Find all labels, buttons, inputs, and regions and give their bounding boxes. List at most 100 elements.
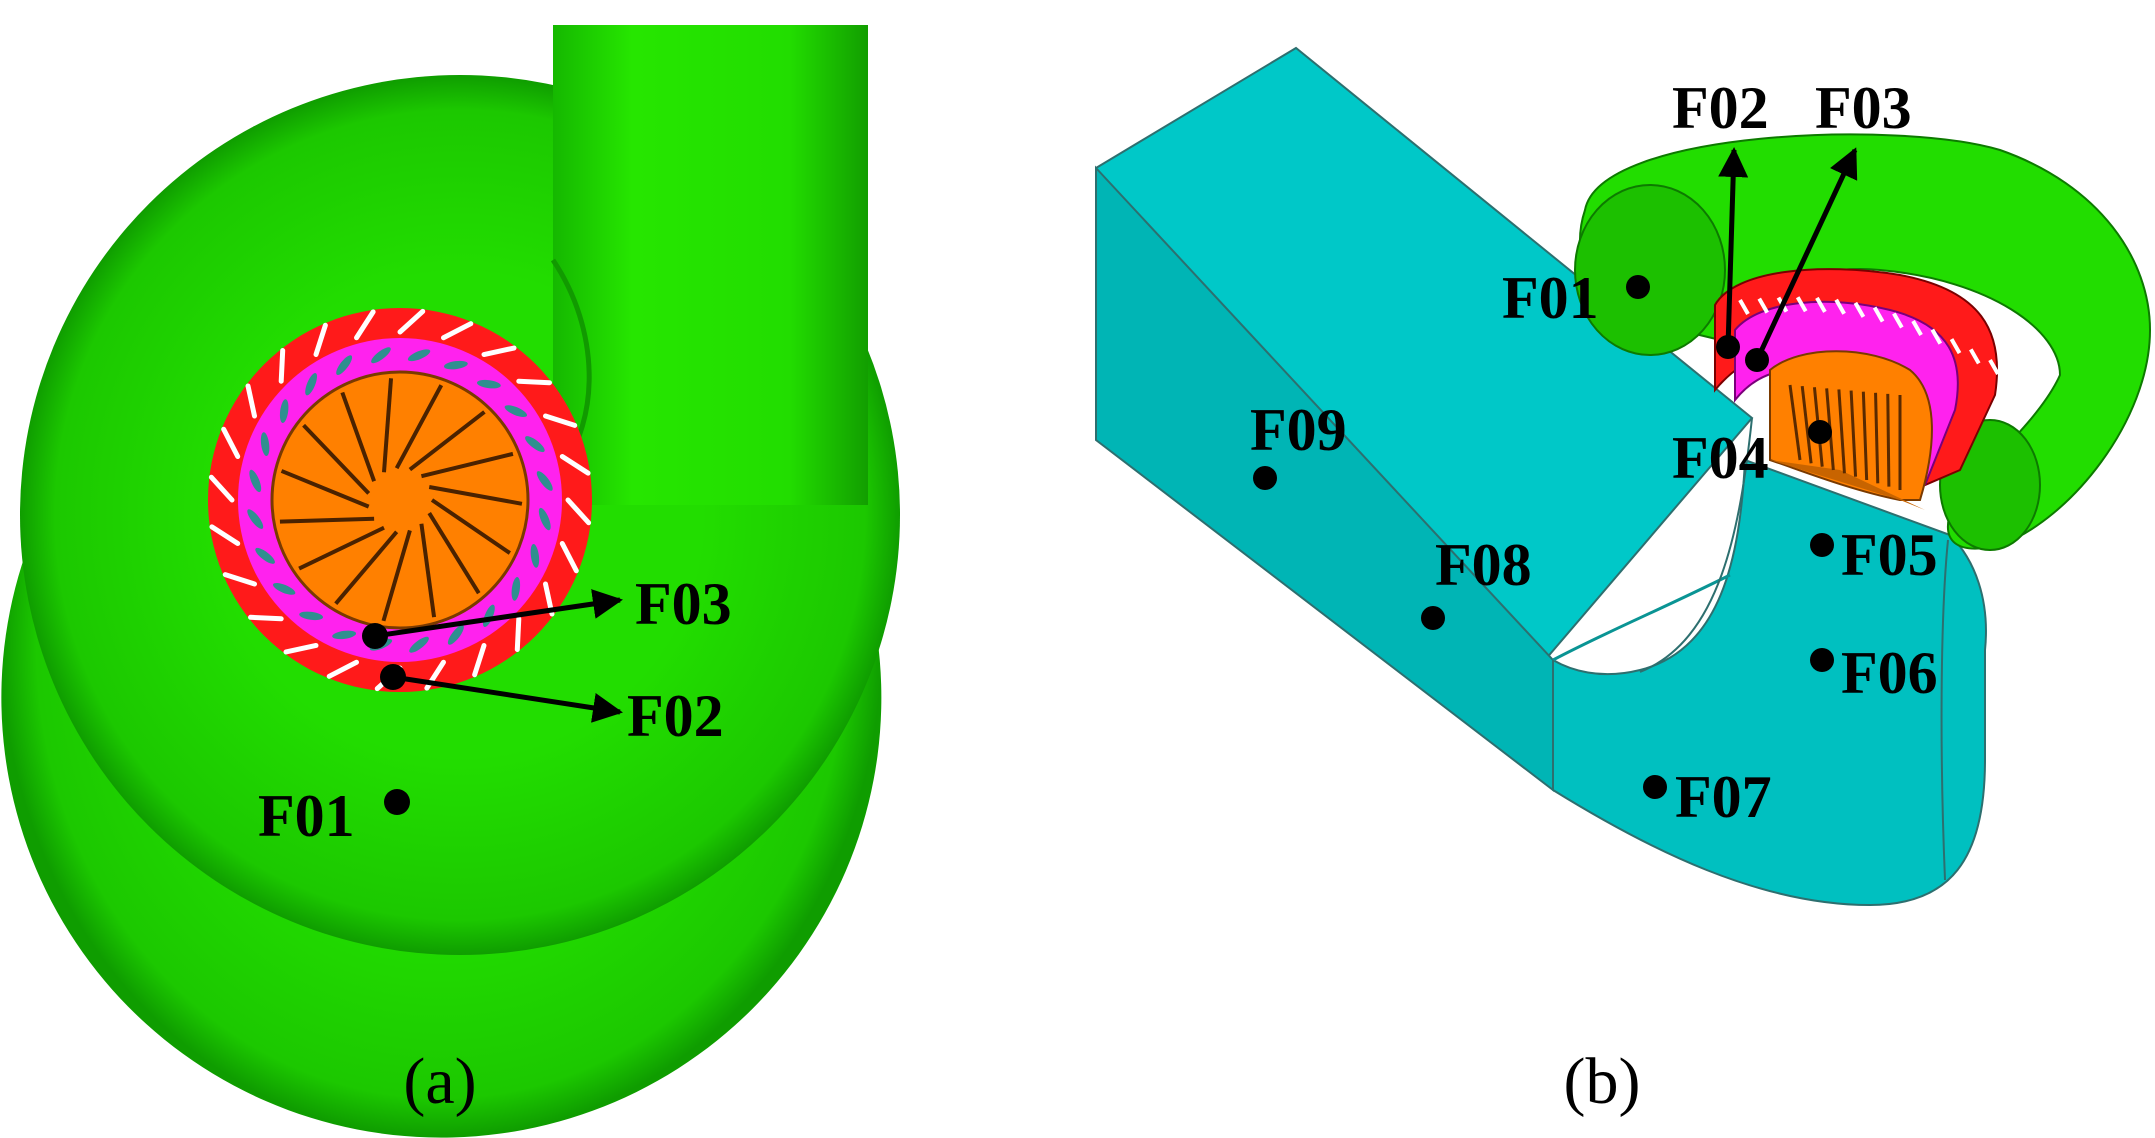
guide-vane — [249, 469, 262, 493]
stay-vane-b — [1795, 296, 1808, 313]
stay-vane-b — [1853, 301, 1866, 318]
runner-blade — [420, 451, 514, 479]
guide-vane — [371, 347, 391, 364]
stay-vane — [516, 378, 552, 386]
stay-vane-b — [1892, 312, 1904, 329]
draft-tube-seam-2 — [1940, 539, 1949, 881]
stay-vanes-b — [1738, 296, 2000, 375]
draft-tube-inner-curve — [1552, 573, 1731, 662]
runner-blade — [382, 378, 394, 473]
arrow-b-f03 — [1754, 147, 1858, 362]
runner-blade — [298, 525, 385, 571]
guide-vane — [336, 355, 353, 375]
point-b-f01 — [1626, 275, 1650, 299]
runner-blade — [279, 516, 375, 524]
runner-blade-b — [1849, 390, 1858, 477]
label-b-f01: F01 — [1502, 265, 1599, 331]
panel-a: F01 F02 F03 (a) — [1, 25, 900, 1138]
stay-vane — [354, 309, 376, 341]
stay-vane — [221, 426, 241, 460]
runner-blade — [334, 530, 399, 605]
runner-blade-b — [1788, 384, 1802, 461]
guide-vane — [443, 360, 468, 370]
stay-vane-b — [1988, 359, 2000, 375]
stay-vane-b — [1757, 297, 1769, 314]
guide-vane — [299, 611, 324, 621]
point-f01 — [384, 789, 410, 815]
stay-vane-b — [1930, 328, 1943, 345]
label-b-f04: F04 — [1672, 425, 1769, 491]
point-b-f08 — [1421, 606, 1445, 630]
point-b-f06 — [1810, 648, 1834, 672]
stay-vane — [440, 321, 474, 341]
stay-vane — [278, 348, 286, 384]
runner-blade — [428, 485, 523, 506]
caption-a: (a) — [403, 1045, 476, 1118]
arrow-f03 — [374, 589, 623, 639]
draft-tube-edge — [1639, 417, 1753, 673]
guide-vane — [525, 436, 545, 453]
runner-blade — [381, 529, 412, 622]
stay-vane-b — [1815, 296, 1827, 313]
point-b-f04 — [1808, 420, 1832, 444]
runner-blades-b — [1788, 384, 1902, 490]
guide-vane — [530, 543, 540, 568]
guide-vane — [476, 379, 501, 389]
stay-vane-b — [1969, 348, 1981, 365]
label-b-f02: F02 — [1672, 75, 1769, 141]
label-f03: F03 — [635, 571, 732, 637]
guide-vane — [279, 399, 289, 424]
guide-vane — [409, 636, 429, 653]
runner-blade-b — [1837, 389, 1846, 474]
runner-blade-b — [1861, 391, 1869, 481]
stay-vane — [481, 345, 517, 358]
stay-vane — [397, 308, 426, 335]
guide-vane — [260, 432, 270, 457]
runner-blade — [408, 410, 486, 472]
runner-blade — [340, 391, 376, 482]
arrow-b-f02 — [1718, 147, 1749, 348]
label-b-f07: F07 — [1675, 764, 1772, 830]
stay-vane — [559, 540, 579, 574]
volute-inlet-pipe-front — [553, 25, 868, 505]
stay-vane — [313, 322, 328, 358]
volute-section-left — [1574, 184, 1726, 356]
label-f01: F01 — [258, 783, 355, 849]
point-b-f07 — [1643, 775, 1667, 799]
runner-blade — [394, 384, 444, 470]
label-b-f09: F09 — [1250, 397, 1347, 463]
runner-blades — [279, 378, 523, 622]
label-b-f03: F03 — [1815, 75, 1912, 141]
stay-vane — [472, 642, 487, 678]
guide-vane — [305, 372, 318, 396]
point-b-f09 — [1253, 466, 1277, 490]
runner-blade — [427, 511, 481, 595]
stay-vane-b — [1738, 299, 1750, 315]
stay-vanes — [208, 308, 592, 692]
stay-vane — [283, 642, 319, 655]
runner-blade — [302, 423, 371, 495]
guide-vane — [332, 630, 357, 640]
stay-vane — [222, 572, 258, 587]
runner-blade — [419, 523, 437, 618]
stay-vane — [209, 524, 241, 546]
guide-vane — [536, 471, 553, 491]
guide-vane — [407, 349, 431, 362]
stay-vane — [248, 614, 284, 622]
stay-vane — [326, 659, 360, 679]
stay-vane — [208, 474, 235, 503]
caption-b: (b) — [1564, 1045, 1641, 1118]
label-b-f06: F06 — [1841, 640, 1938, 706]
point-b-f05 — [1810, 533, 1834, 557]
guide-vane — [272, 582, 296, 595]
runner-blade-b — [1874, 392, 1880, 484]
guide-vane — [538, 507, 551, 531]
guide-vane — [504, 405, 528, 418]
stay-vane — [565, 497, 592, 526]
guide-vane — [255, 547, 275, 564]
arrow-f02 — [392, 674, 623, 723]
stay-vane — [559, 454, 591, 476]
stay-vane-b — [1911, 319, 1923, 336]
panel-b: F01 F02 F03 F04 F05 F06 F07 F08 F09 (b) — [1095, 46, 2152, 1118]
